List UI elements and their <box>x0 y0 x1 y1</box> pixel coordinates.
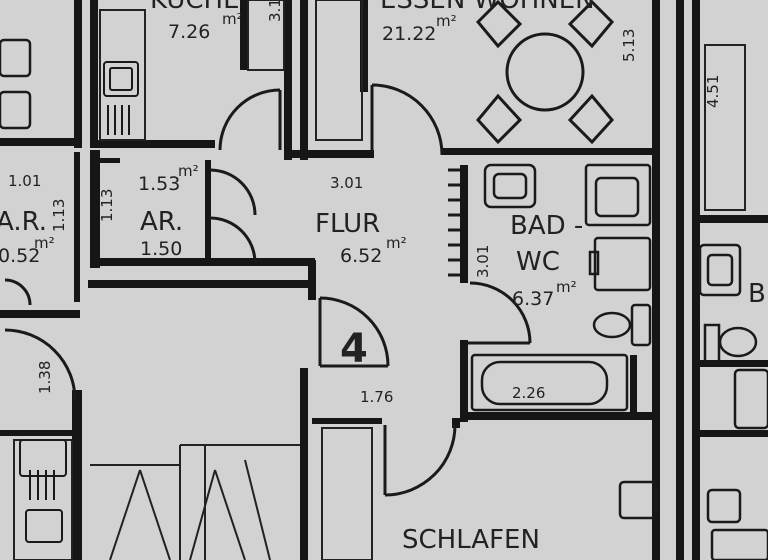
room-area-unit-kuche: m² <box>222 10 243 28</box>
room-name-schlafen: SCHLAFEN <box>402 525 540 555</box>
dimension-labels: 3.01 1.76 2.26 1.01 3.01 5.13 4.51 1.13 … <box>8 0 722 406</box>
doors <box>4 83 532 497</box>
room-area-unit-flur: m² <box>386 234 407 252</box>
room-area-unit-essen-wohnen: m² <box>436 12 457 30</box>
dim-513: 5.13 <box>620 29 638 62</box>
room-name-bad-wc-1: BAD - <box>510 211 583 241</box>
thin-lines <box>13 0 746 560</box>
room-name-bad-right: B <box>748 279 766 309</box>
room-name-flur: FLUR <box>315 209 380 239</box>
dim-101: 1.01 <box>8 172 41 190</box>
dim-176: 1.76 <box>360 388 393 406</box>
room-area-unit-ar-left: m² <box>34 234 55 252</box>
dim-301-top: 3.01 <box>330 174 363 192</box>
room-area-essen-wohnen: 21.22 <box>382 23 436 45</box>
room-name-essen-wohnen: ESSEN WOHNEN <box>380 0 595 15</box>
dim-226: 2.26 <box>512 384 545 402</box>
room-area-kuche: 7.26 <box>168 21 210 43</box>
dim-138: 1.38 <box>36 361 54 394</box>
room-name-bad-wc-2: WC <box>516 247 560 277</box>
room-name-kuche: KÜCHE <box>150 0 240 15</box>
dining-table-icon <box>475 0 615 145</box>
dim-113: 1.13 <box>98 189 116 222</box>
dim-301-side: 3.01 <box>474 245 492 278</box>
dim-315: 3.15 <box>266 0 284 22</box>
flat-number: 4 <box>340 326 368 372</box>
room-area-ar-center: 1.53 <box>138 173 180 195</box>
dim-451: 4.51 <box>704 75 722 108</box>
room-name-ar-left: A.R. <box>0 207 47 237</box>
room-area-flur: 6.52 <box>340 245 382 267</box>
room-area-unit-bad-wc: m² <box>556 278 577 296</box>
kitchen-appliances-icon <box>19 61 139 543</box>
room-area-unit-ar-center: m² <box>178 162 199 180</box>
room-width-ar-center: 1.50 <box>140 238 182 260</box>
room-name-ar-center: AR. <box>140 207 183 237</box>
dim-113-side: 1.13 <box>50 199 68 232</box>
bathroom-fixtures-icon <box>0 38 768 560</box>
room-area-ar-left: 0.52 <box>0 245 40 267</box>
radiator-icon <box>448 168 460 277</box>
room-area-bad-wc: 6.37 <box>512 288 554 310</box>
